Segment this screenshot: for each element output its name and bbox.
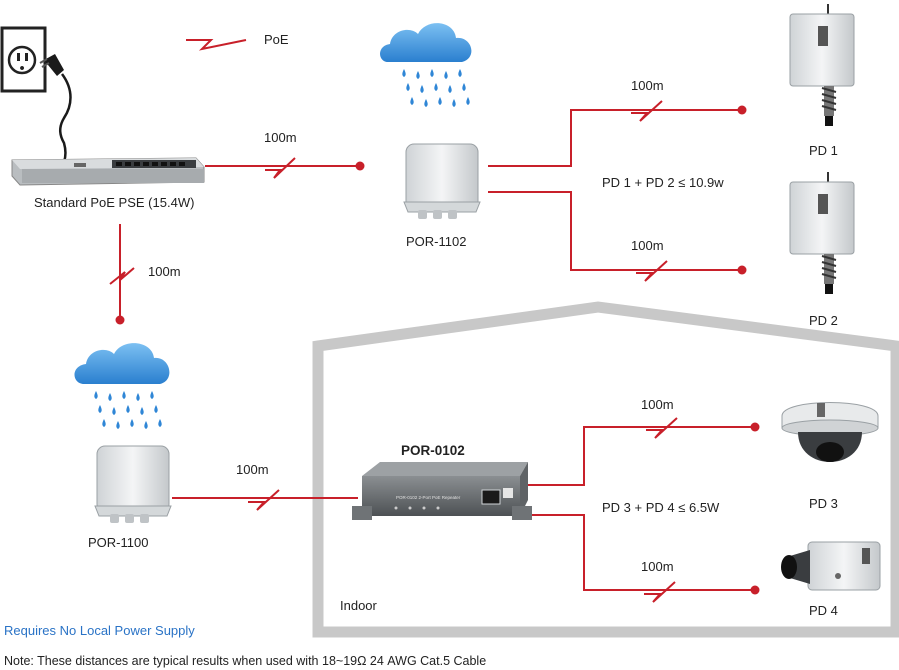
pd1-access-point-icon [789, 4, 855, 126]
pd4-box-camera-icon [781, 541, 881, 591]
indoor-label: Indoor [340, 598, 377, 613]
por0102-device-icon [352, 462, 532, 520]
por1100-device-icon [94, 445, 172, 523]
rain-cloud-icon [380, 23, 472, 107]
distance-label: 100m [631, 238, 664, 253]
cable-endpoint [737, 265, 747, 275]
cable-endpoint [355, 161, 365, 171]
cable-endpoint [750, 422, 760, 432]
power-plug-icon [39, 54, 72, 163]
distance-label: 100m [236, 462, 269, 477]
power-outlet-icon [0, 26, 47, 93]
poe-bolt-icon [636, 260, 668, 282]
poe-bolt-icon [646, 417, 678, 439]
pd4-label: PD 4 [809, 603, 838, 618]
poe-bolt-icon [248, 489, 280, 511]
por0102-label: POR-0102 [401, 443, 465, 458]
por0102-panel-text: POR-0102 2-Port PoE Repeater [396, 495, 461, 500]
poe-bolt-icon [644, 581, 676, 603]
pd3-label: PD 3 [809, 496, 838, 511]
rain-cloud-icon [74, 343, 170, 429]
pd3-dome-camera-icon [781, 402, 879, 462]
distance-label: 100m [264, 130, 297, 145]
pse-label: Standard PoE PSE (15.4W) [34, 195, 195, 210]
poe-bolt-icon [109, 267, 135, 285]
indoor-power-budget: PD 3 + PD 4 ≤ 6.5W [602, 500, 720, 515]
cable-por1102-pd1 [488, 109, 742, 167]
pd1-label: PD 1 [809, 143, 838, 158]
poe-bolt-icon-legend [186, 39, 247, 51]
poe-switch-icon [11, 157, 205, 186]
cable-por0102-pd4 [520, 514, 755, 591]
distance-label: 100m [148, 264, 181, 279]
poe-bolt-icon [631, 100, 663, 122]
por1100-label: POR-1100 [88, 535, 149, 550]
por1102-device-icon [403, 143, 481, 219]
distance-label: 100m [641, 559, 674, 574]
pd2-access-point-icon [789, 172, 855, 294]
cable-endpoint [115, 315, 125, 325]
por1102-label: POR-1102 [406, 234, 467, 249]
poe-bolt-icon [265, 157, 296, 179]
distance-label: 100m [631, 78, 664, 93]
outdoor-power-budget: PD 1 + PD 2 ≤ 10.9w [602, 175, 724, 190]
distance-label: 100m [641, 397, 674, 412]
cable-endpoint [750, 585, 760, 595]
pd2-label: PD 2 [809, 313, 838, 328]
cable-distance-note: Note: These distances are typical result… [4, 654, 487, 668]
legend-poe-label: PoE [264, 32, 289, 47]
cable-por1102-pd2 [488, 191, 742, 271]
cable-por0102-pd3 [520, 426, 755, 486]
indoor-house-outline [312, 301, 899, 638]
cable-endpoint [737, 105, 747, 115]
no-power-note: Requires No Local Power Supply [4, 623, 195, 638]
